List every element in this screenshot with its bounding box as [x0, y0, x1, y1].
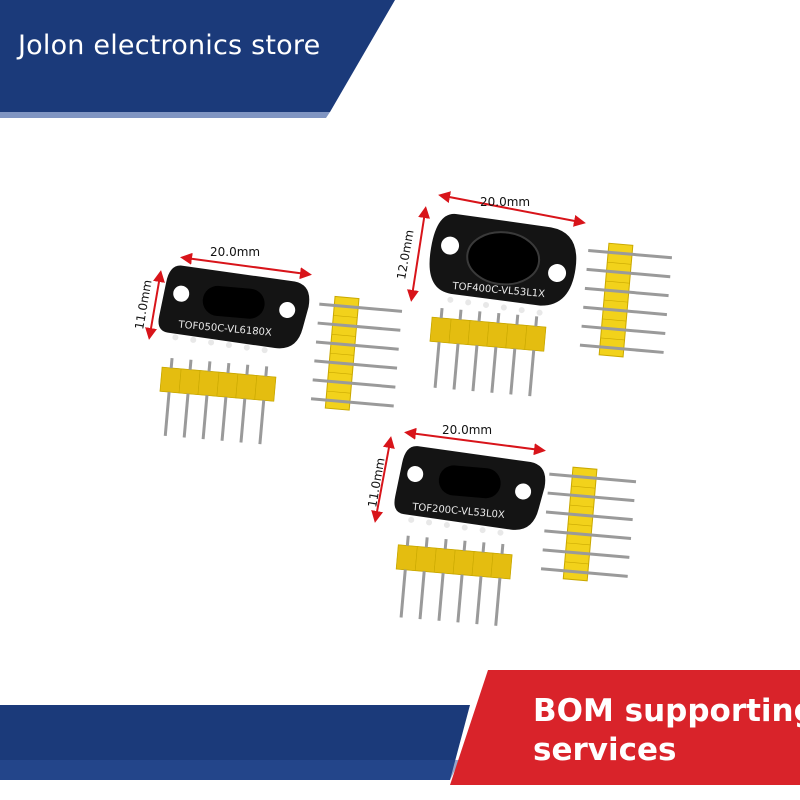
mounting-hole	[407, 466, 424, 483]
dimension-label: 12.0mm	[394, 229, 416, 281]
pin-header-straight	[429, 307, 547, 397]
top-banner: Jolon electronics store	[0, 0, 800, 120]
solder-pads	[447, 296, 543, 316]
bottom-banner-shape	[0, 670, 800, 785]
sensor-window	[466, 231, 541, 286]
dimension-label: 20.0mm	[480, 195, 530, 209]
mounting-hole	[548, 264, 567, 283]
dimension-label: 20.0mm	[442, 423, 492, 437]
dimension-width: 20.0mm	[438, 191, 586, 227]
dimension-width: 20.0mm	[180, 245, 312, 280]
dimension-label: 11.0mm	[365, 457, 387, 509]
dimension-height: 11.0mm	[365, 436, 395, 523]
dimension-width: 20.0mm	[404, 423, 546, 456]
mounting-hole	[441, 236, 460, 255]
solder-pads	[408, 516, 504, 536]
top-banner-shape	[0, 0, 395, 118]
dimension-height: 11.0mm	[132, 270, 165, 340]
pin-header-side	[310, 295, 403, 411]
module-tof400c: TOF400C-VL53L1X	[429, 213, 577, 316]
sensor-window	[438, 465, 501, 499]
dimension-label: 20.0mm	[210, 245, 260, 259]
mounting-hole	[279, 301, 296, 318]
bottom-banner	[0, 660, 800, 800]
mounting-hole	[515, 483, 532, 500]
module-tof200c: TOF200C-VL53L0X	[394, 446, 546, 536]
pin-header-straight	[395, 535, 513, 626]
pin-header-straight	[159, 357, 277, 445]
store-name: Jolon electronics store	[18, 30, 321, 61]
module-tof050c: TOF050C-VL6180X	[158, 265, 310, 354]
sensor-window	[202, 285, 265, 319]
bom-text-line1: BOM supporting	[533, 693, 800, 729]
mounting-hole	[173, 285, 190, 302]
pin-header-side	[579, 242, 673, 358]
bom-text-line2: services	[533, 732, 677, 768]
solder-pads	[172, 334, 268, 354]
dimension-height: 12.0mm	[394, 206, 431, 302]
pin-header-side	[540, 466, 637, 582]
